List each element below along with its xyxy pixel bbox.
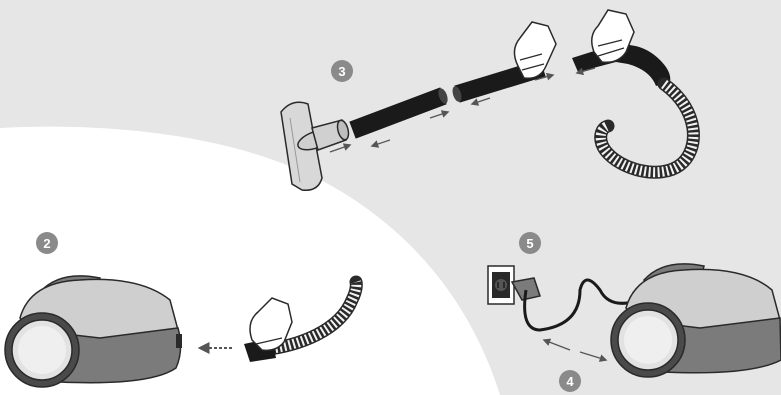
wall-socket (488, 266, 514, 304)
step-3-label: 3 (338, 64, 345, 79)
step-2-badge: 2 (36, 232, 58, 254)
step-4-badge: 4 (559, 370, 581, 392)
step-5-label: 5 (526, 236, 533, 251)
step-2-label: 2 (43, 236, 50, 251)
step-5-badge: 5 (519, 232, 541, 254)
step-4-label: 4 (566, 374, 574, 389)
step-3-badge: 3 (331, 60, 353, 82)
